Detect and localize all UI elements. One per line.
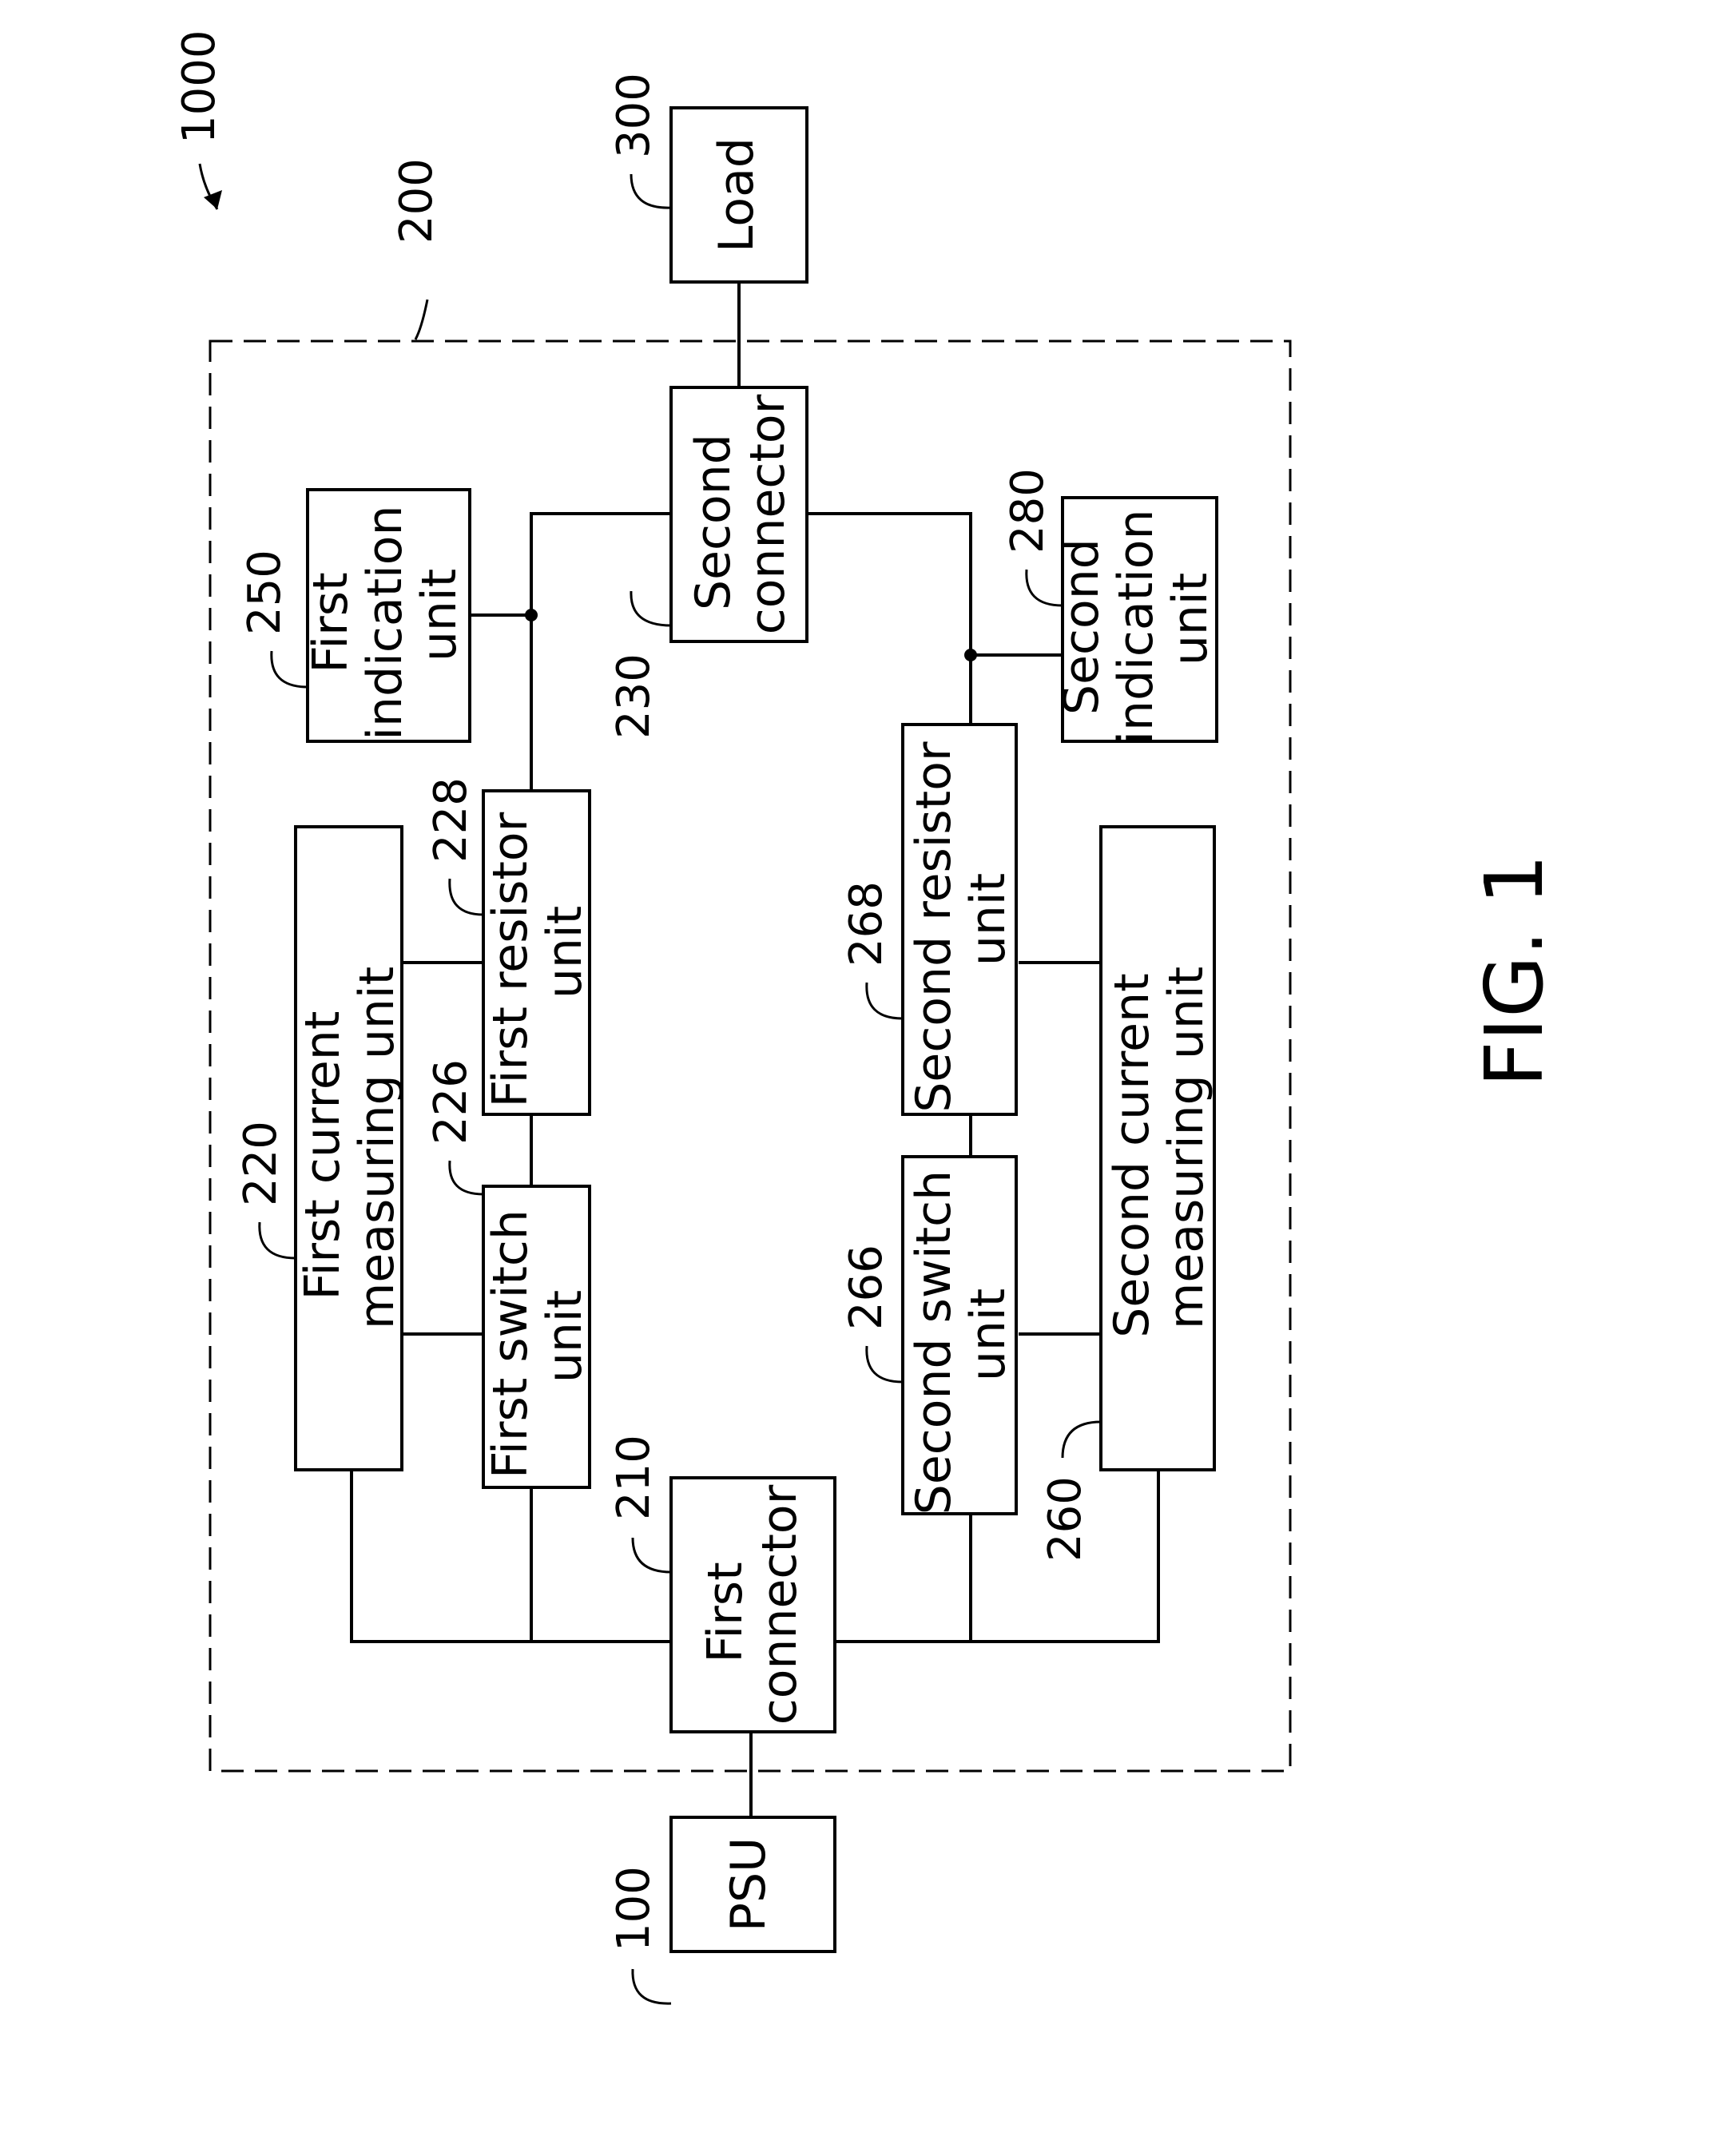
second-connector-label-line2: connector	[740, 394, 796, 634]
first-indication-unit-label-line2: indication	[357, 505, 413, 740]
svg-text:Second current measuring: Second current measuring unit	[1104, 958, 1214, 1337]
first-indication-unit-block: First indication unit	[303, 490, 470, 741]
ref-280: 280	[1002, 468, 1054, 554]
ref-300: 300	[608, 73, 660, 158]
first-connector-block: First connector	[671, 1478, 835, 1732]
psu-label: PSU	[721, 1837, 777, 1932]
second-resistor-unit-label-line2: unit	[960, 873, 1016, 966]
ref-1000: 1000	[173, 30, 225, 144]
ref-228: 228	[425, 777, 477, 863]
ref-200: 200	[391, 158, 443, 244]
psu-block: PSU	[671, 1817, 835, 1952]
svg-text:PSU: PSU	[721, 1837, 777, 1932]
ref-220: 220	[235, 1121, 287, 1206]
ref-250: 250	[239, 550, 291, 635]
load-block: Load	[671, 108, 807, 282]
ref-210: 210	[608, 1435, 660, 1520]
load-label: Load	[709, 137, 765, 252]
second-indication-unit-label-line1: Second	[1054, 538, 1110, 715]
second-switch-unit-label-line2: unit	[960, 1288, 1016, 1381]
second-indication-unit-label-line3: unit	[1162, 573, 1218, 665]
second-current-measuring-unit-label-line2: measuring unit	[1158, 967, 1214, 1329]
second-switch-unit-label-line1: Second switch	[906, 1170, 962, 1515]
svg-text:Load: Load	[709, 137, 765, 252]
first-switch-unit-label-line1: First switch	[483, 1209, 538, 1479]
first-current-measuring-unit-label-line2: measuring unit	[349, 967, 405, 1329]
second-connector-label-line1: Second	[685, 434, 741, 610]
ref-230: 230	[608, 653, 660, 739]
second-connector-block: Second connector	[671, 387, 807, 641]
ref-226: 226	[425, 1059, 477, 1145]
second-resistor-unit-label-line1: Second resistor	[906, 741, 962, 1113]
first-current-measuring-unit-label-line1: First current	[295, 1011, 351, 1300]
first-indication-unit-label-line3: unit	[411, 569, 467, 661]
second-indication-unit-label-line2: indication	[1108, 509, 1164, 744]
first-switch-unit-label-line2: unit	[537, 1290, 593, 1383]
svg-text:First current measuring: First current measuring unit	[295, 967, 405, 1329]
second-indication-unit-block: Second indication unit	[1054, 494, 1218, 744]
first-connector-label-line1: First	[697, 1562, 753, 1662]
first-switch-unit-block: First switch unit	[483, 1186, 593, 1487]
first-resistor-unit-block: First resistor unit	[483, 791, 593, 1114]
svg-text:Second connector: Second connector	[685, 394, 796, 634]
ref-100: 100	[608, 1866, 660, 1952]
second-current-measuring-unit-label-line1: Second current	[1104, 973, 1160, 1337]
second-switch-unit-block: Second switch unit	[903, 1155, 1016, 1515]
second-current-measuring-unit-block: Second current measuring unit	[1101, 827, 1214, 1470]
first-resistor-unit-label-line2: unit	[537, 906, 593, 999]
ref-268: 268	[840, 881, 892, 967]
figure-label: FIG. 1	[1468, 854, 1561, 1087]
first-connector-label-line2: connector	[752, 1484, 808, 1725]
first-current-measuring-unit-block: First current measuring unit	[295, 827, 405, 1470]
ref-260: 260	[1039, 1476, 1091, 1562]
ref-266: 266	[840, 1245, 892, 1330]
first-resistor-unit-label-line1: First resistor	[483, 812, 538, 1107]
second-resistor-unit-block: Second resistor unit	[903, 725, 1016, 1114]
first-indication-unit-label-line1: First	[303, 572, 359, 673]
